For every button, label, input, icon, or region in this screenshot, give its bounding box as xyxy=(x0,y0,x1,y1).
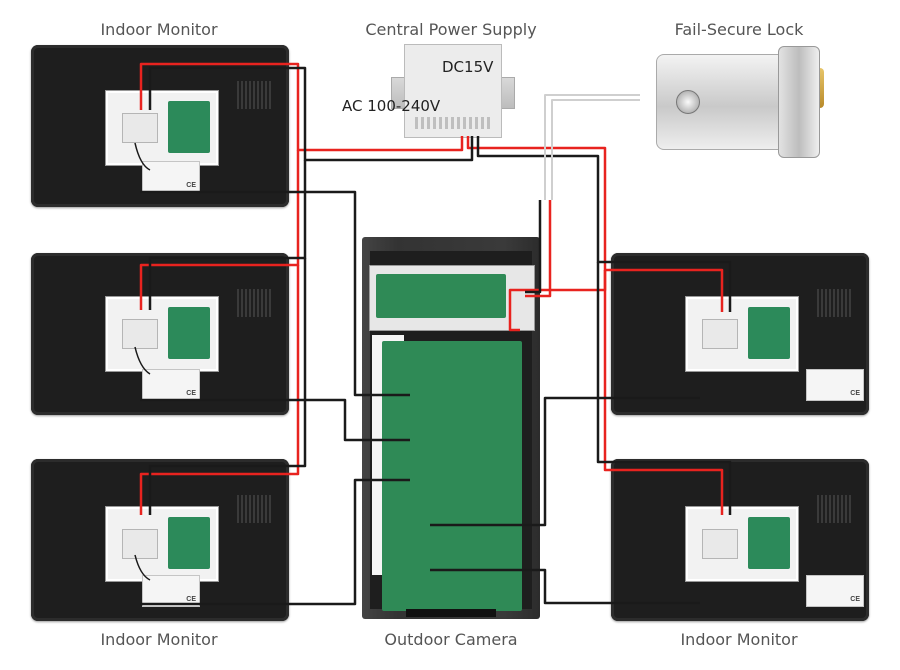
red-wire-psu-to-right-bus xyxy=(466,136,724,312)
black-wire-lock-to-camera xyxy=(525,200,542,294)
black-wire-monitor-5-to-camera xyxy=(430,568,700,605)
monitor-2-harness xyxy=(134,346,151,375)
black-wire-psu-to-right-bus xyxy=(476,136,732,312)
black-wire-left-monitor-3 xyxy=(148,258,307,515)
red-wire-to-lock xyxy=(525,200,552,298)
speaker-grille xyxy=(237,495,271,523)
camera-main-board xyxy=(382,341,522,611)
monitor-terminal-board xyxy=(106,507,218,581)
speaker-grille xyxy=(237,289,271,317)
dc-output-label: DC15V xyxy=(442,58,494,76)
white-wire-lock-2 xyxy=(551,99,640,200)
central-power-supply xyxy=(391,44,515,138)
fail-secure-lock xyxy=(648,46,824,158)
outdoor-camera xyxy=(362,237,540,619)
black-wire-monitor-3-to-camera xyxy=(140,478,410,606)
red-wire-left-monitor-2 xyxy=(139,150,300,310)
label-central-power-supply: Central Power Supply xyxy=(365,20,537,39)
red-wire-psu-to-left-bus xyxy=(139,62,464,152)
monitor-label-sticker: CE xyxy=(142,575,200,607)
monitor-label-sticker: CE xyxy=(806,575,864,607)
monitor-terminal-board xyxy=(686,297,798,371)
black-wire-left-monitor-2 xyxy=(148,160,307,310)
black-wire-psu-to-left-bus xyxy=(148,66,474,162)
label-indoor-monitor-top-left: Indoor Monitor xyxy=(100,20,218,39)
white-wire-lock-1 xyxy=(544,94,640,200)
indoor-monitor-2: CE xyxy=(31,253,289,415)
speaker-grille xyxy=(817,289,851,317)
camera-switch-board xyxy=(369,265,535,331)
speaker-grille xyxy=(237,81,271,109)
psu-vent xyxy=(415,117,491,129)
ac-input-label: AC 100-240V xyxy=(342,97,441,115)
label-indoor-monitor-bottom-right: Indoor Monitor xyxy=(680,630,798,649)
black-wire-right-monitor-5 xyxy=(596,262,732,515)
monitor-label-sticker: CE xyxy=(806,369,864,401)
monitor-terminal-board xyxy=(106,91,218,165)
black-wire-monitor-4-to-camera xyxy=(430,396,700,527)
black-wire-monitor-1-to-camera xyxy=(140,190,410,397)
label-indoor-monitor-bottom-left: Indoor Monitor xyxy=(100,630,218,649)
red-wire-right-monitor-5 xyxy=(603,270,724,515)
monitor-terminal-board xyxy=(686,507,798,581)
monitor-1-harness xyxy=(134,142,151,171)
camera-slot xyxy=(406,609,496,617)
indoor-monitor-4: CE xyxy=(611,253,869,415)
speaker-grille xyxy=(817,495,851,523)
label-outdoor-camera: Outdoor Camera xyxy=(384,630,518,649)
indoor-monitor-5: CE xyxy=(611,459,869,621)
indoor-monitor-1: CE xyxy=(31,45,289,207)
red-wire-left-monitor-3 xyxy=(139,265,300,515)
lock-faceplate xyxy=(778,46,820,158)
indoor-monitor-3: CE xyxy=(31,459,289,621)
monitor-label-sticker: CE xyxy=(142,161,200,193)
lock-keyhole-icon xyxy=(676,90,700,114)
monitor-label-sticker: CE xyxy=(142,369,200,401)
black-wire-monitor-2-to-camera xyxy=(140,398,410,442)
label-fail-secure-lock: Fail-Secure Lock xyxy=(674,20,804,39)
monitor-3-harness xyxy=(134,554,151,581)
red-wire-to-camera xyxy=(508,270,607,332)
